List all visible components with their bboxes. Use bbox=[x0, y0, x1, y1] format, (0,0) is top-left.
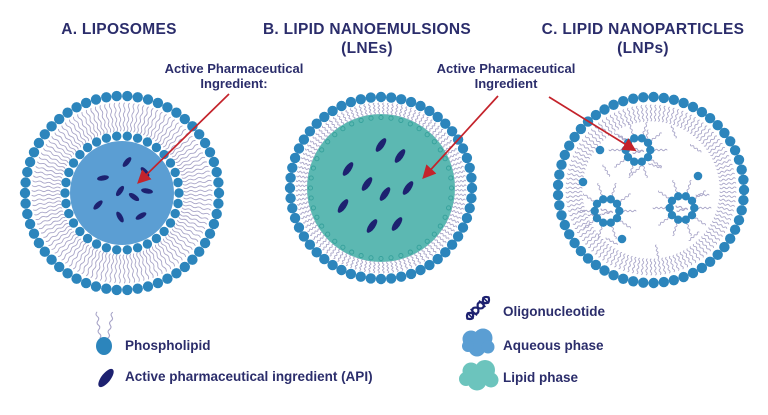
annotation-api-lne-lnp: Active Pharmaceutical Ingredient bbox=[406, 61, 606, 91]
micelle-graphic bbox=[577, 182, 637, 240]
api-arrow-lnp bbox=[548, 96, 637, 152]
api-arrows bbox=[137, 93, 637, 184]
panel-title-liposomes-text: A. LIPOSOMES bbox=[61, 21, 177, 38]
annotation-api-lne-lnp-line2: Ingredient bbox=[474, 76, 538, 91]
annotation-api-liposome-line2: Ingredient: bbox=[200, 76, 268, 91]
api-arrow-lne bbox=[422, 95, 499, 180]
panel-title-lnp-text: C. LIPID NANOPARTICLES bbox=[541, 21, 745, 38]
legend-label-aqueous-phase: Aqueous phase bbox=[503, 338, 604, 353]
panel-subtitle-lne: (LNEs) bbox=[341, 40, 393, 57]
legend-label-phospholipid: Phospholipid bbox=[125, 338, 211, 353]
legend-label-api: Active pharmaceutical ingredient (API) bbox=[125, 369, 373, 384]
api-icon bbox=[98, 368, 114, 388]
api-arrow-liposome bbox=[137, 93, 230, 184]
liposome-graphic bbox=[19, 90, 225, 296]
panel-title-lne: B. LIPID NANOEMULSIONS (LNEs) bbox=[232, 20, 502, 58]
legend-icons bbox=[95, 295, 499, 391]
phospholipid-icon bbox=[95, 311, 114, 355]
panel-title-lne-text: B. LIPID NANOEMULSIONS bbox=[262, 21, 472, 38]
aqueous-phase-swatch bbox=[462, 328, 495, 357]
lnp-graphic bbox=[552, 91, 750, 289]
annotation-api-liposome-line1: Active Pharmaceutical bbox=[164, 61, 304, 76]
panel-subtitle-lnp: (LNPs) bbox=[617, 40, 669, 57]
panel-title-lnp: C. LIPID NANOPARTICLES (LNPs) bbox=[508, 20, 768, 58]
lipid-phase-swatch bbox=[459, 360, 499, 391]
annotation-api-lne-lnp-line1: Active Pharmaceutical bbox=[436, 61, 576, 76]
annotation-api-liposome: Active Pharmaceutical Ingredient: bbox=[134, 61, 334, 91]
micelle-graphic bbox=[652, 179, 712, 237]
lne-graphic bbox=[284, 91, 478, 285]
oligonucleotide-icon bbox=[465, 295, 491, 321]
legend-label-lipid-phase: Lipid phase bbox=[503, 370, 579, 385]
legend-label-oligonucleotide: Oligonucleotide bbox=[503, 304, 606, 319]
panel-title-liposomes: A. LIPOSOMES bbox=[4, 20, 234, 39]
